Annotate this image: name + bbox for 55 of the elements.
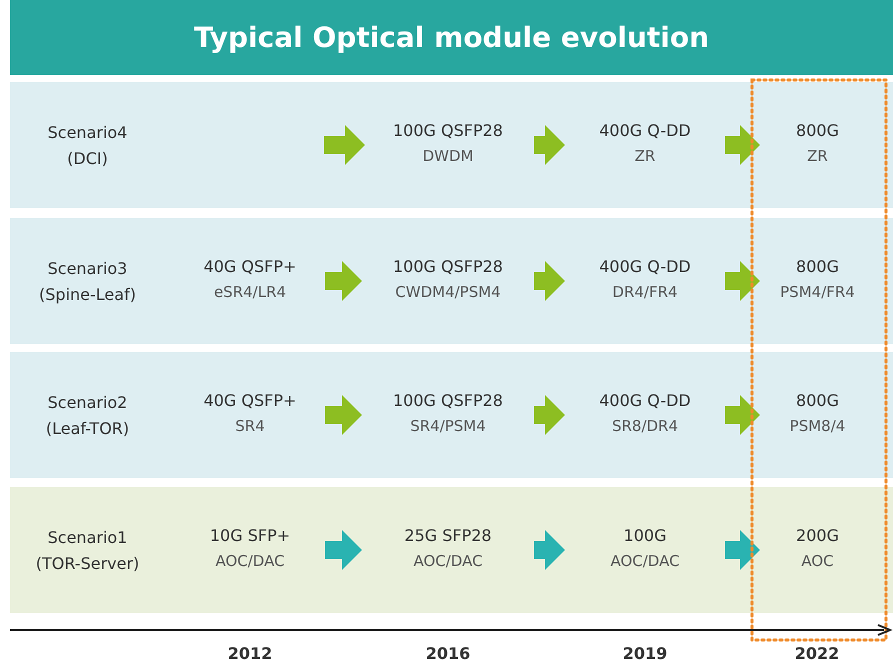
module-type: eSR4/LR4 (212, 282, 288, 303)
block-arrow (725, 530, 760, 570)
scenario-band (10, 487, 893, 613)
scenario-band (10, 352, 893, 478)
module-type: DR4/FR4 (611, 282, 679, 303)
module-name: 10G SFP+ (208, 525, 292, 547)
scenario-label: Scenario3 (Spine-Leaf) (38, 258, 137, 306)
block-arrow (325, 395, 362, 435)
module-name: 100G QSFP28 (392, 120, 504, 142)
block-arrow (725, 125, 760, 165)
block-arrow (325, 530, 362, 570)
block-arrow (534, 125, 565, 165)
block-arrow (725, 261, 760, 301)
module-name: 400G Q-DD (598, 390, 692, 412)
module-type: SR4/PSM4 (409, 416, 487, 437)
module-type: ZR (634, 146, 656, 167)
title: Typical Optical module evolution (194, 21, 710, 54)
module-name: 800G (795, 120, 840, 142)
module-type: PSM8/4 (788, 416, 846, 437)
module-type: CWDM4/PSM4 (394, 282, 502, 303)
module-type: DWDM (422, 146, 474, 167)
block-arrow (534, 261, 565, 301)
block-arrow (534, 395, 565, 435)
year-label: 2012 (226, 644, 274, 663)
scenario-label: Scenario1 (TOR-Server) (34, 527, 140, 575)
module-name: 100G (622, 525, 668, 547)
block-arrow (534, 530, 565, 570)
scenario-band (10, 82, 893, 208)
module-type: PSM4/FR4 (779, 282, 856, 303)
scenario-label: Scenario4 (DCI) (46, 122, 128, 170)
module-type: SR4 (234, 416, 266, 437)
block-arrow (324, 125, 365, 165)
year-label: 2016 (424, 644, 472, 663)
module-name: 100G QSFP28 (392, 256, 504, 278)
module-name: 100G QSFP28 (392, 390, 504, 412)
module-name: 200G (795, 525, 840, 547)
module-name: 800G (795, 390, 840, 412)
module-type: AOC/DAC (609, 551, 681, 572)
module-type: SR8/DR4 (610, 416, 680, 437)
module-type: AOC (800, 551, 835, 572)
module-type: AOC/DAC (214, 551, 286, 572)
module-name: 40G QSFP+ (202, 390, 298, 412)
module-name: 25G SFP28 (403, 525, 493, 547)
module-name: 400G Q-DD (598, 120, 692, 142)
module-name: 40G QSFP+ (202, 256, 298, 278)
module-type: AOC/DAC (412, 551, 484, 572)
block-arrow (325, 261, 362, 301)
year-label: 2022 (794, 644, 840, 663)
module-type: ZR (806, 146, 829, 167)
scenario-label: Scenario2 (Leaf-TOR) (44, 392, 130, 440)
year-label: 2019 (622, 644, 668, 663)
module-name: 400G Q-DD (598, 256, 692, 278)
module-name: 800G (795, 256, 840, 278)
scenario-band (10, 218, 893, 344)
block-arrow (725, 395, 760, 435)
